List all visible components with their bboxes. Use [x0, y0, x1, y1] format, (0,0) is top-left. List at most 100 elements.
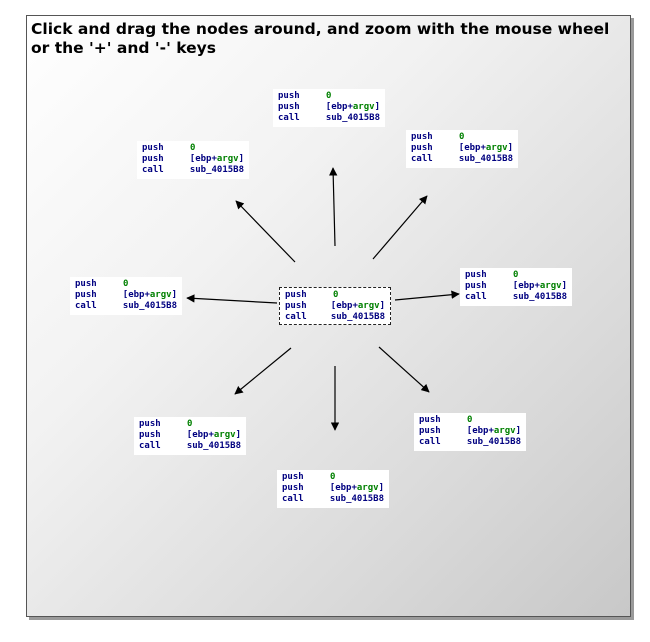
mnemonic: call [75, 301, 97, 311]
mnemonic: call [465, 292, 487, 302]
code-node-center[interactable]: push 0 push [ebp+argv] call sub_4015B8 [279, 287, 391, 325]
argument-name: argv [485, 143, 508, 153]
mnemonic: call [139, 441, 161, 451]
argument-name: argv [213, 430, 236, 440]
instruction-line: push 0 [278, 91, 380, 102]
mnemonic: call [282, 494, 304, 504]
instruction-line: push 0 [75, 279, 177, 290]
edge-center-to-top-left [235, 200, 296, 263]
operand: sub_4015B8 [330, 312, 385, 322]
mnemonic: push [285, 301, 307, 311]
instruction-line: push [ebp+argv] [465, 281, 567, 292]
code-node-top-left[interactable]: push 0 push [ebp+argv] call sub_4015B8 [137, 141, 249, 179]
operand: 0 [190, 143, 196, 153]
mnemonic: call [285, 312, 307, 322]
edge-center-to-top-right [372, 195, 428, 260]
operand: [ebp+argv] [458, 143, 513, 153]
instruction-line: call sub_4015B8 [142, 165, 244, 176]
instruction-line: push [ebp+argv] [278, 102, 380, 113]
edge-center-to-bottom-right [378, 346, 430, 393]
code-node-bottom[interactable]: push 0 push [ebp+argv] call sub_4015B8 [277, 470, 389, 508]
operand: sub_4015B8 [122, 301, 177, 311]
mnemonic: push [285, 290, 307, 300]
mnemonic: push [142, 154, 164, 164]
operand: 0 [187, 419, 193, 429]
operand: [ebp+argv] [512, 281, 567, 291]
mnemonic: push [75, 290, 97, 300]
mnemonic: push [411, 132, 433, 142]
operand: [ebp+argv] [186, 430, 241, 440]
operand: sub_4015B8 [512, 292, 567, 302]
mnemonic: push [282, 472, 304, 482]
argument-name: argv [352, 102, 375, 112]
mnemonic: push [139, 430, 161, 440]
operand: [ebp+argv] [325, 102, 380, 112]
argument-name: argv [149, 290, 172, 300]
instruction-line: push 0 [465, 270, 567, 281]
mnemonic: push [282, 483, 304, 493]
operand: sub_4015B8 [458, 154, 513, 164]
operand: [ebp+argv] [330, 301, 385, 311]
code-node-left[interactable]: push 0 push [ebp+argv] call sub_4015B8 [70, 277, 182, 315]
mnemonic: push [419, 415, 441, 425]
instruction-line: push 0 [411, 132, 513, 143]
mnemonic: call [278, 113, 300, 123]
instruction-line: push [ebp+argv] [282, 483, 384, 494]
operand: 0 [123, 279, 129, 289]
edge-center-to-left [186, 294, 278, 304]
instruction-line: push [ebp+argv] [419, 426, 521, 437]
instruction-line: call sub_4015B8 [282, 494, 384, 505]
instruction-line: push [ebp+argv] [285, 301, 385, 312]
edge-center-to-bottom-left [234, 347, 292, 395]
operand: [ebp+argv] [122, 290, 177, 300]
operand: 0 [467, 415, 473, 425]
instruction-line: call sub_4015B8 [278, 113, 380, 124]
argument-name: argv [216, 154, 239, 164]
operand: 0 [333, 290, 339, 300]
operand: sub_4015B8 [466, 437, 521, 447]
instruction-line: push 0 [419, 415, 521, 426]
operand: 0 [330, 472, 336, 482]
operand: [ebp+argv] [466, 426, 521, 436]
code-node-right[interactable]: push 0 push [ebp+argv] call sub_4015B8 [460, 268, 572, 306]
code-node-top[interactable]: push 0 push [ebp+argv] call sub_4015B8 [273, 89, 385, 127]
instructions-text: Click and drag the nodes around, and zoo… [31, 20, 610, 57]
mnemonic: push [419, 426, 441, 436]
mnemonic: push [75, 279, 97, 289]
instruction-line: push [ebp+argv] [142, 154, 244, 165]
operand: 0 [513, 270, 519, 280]
argument-name: argv [356, 483, 379, 493]
instruction-line: call sub_4015B8 [75, 301, 177, 312]
mnemonic: push [139, 419, 161, 429]
edge-layer [186, 167, 460, 431]
operand: sub_4015B8 [325, 113, 380, 123]
operand: 0 [326, 91, 332, 101]
edge-center-to-right [394, 290, 460, 301]
argument-name: argv [539, 281, 562, 291]
graph-canvas[interactable]: Click and drag the nodes around, and zoo… [26, 15, 631, 617]
instruction-line: push 0 [282, 472, 384, 483]
operand: [ebp+argv] [189, 154, 244, 164]
instruction-line: push [ebp+argv] [139, 430, 241, 441]
instruction-line: push 0 [142, 143, 244, 154]
mnemonic: push [465, 281, 487, 291]
mnemonic: push [278, 91, 300, 101]
operand: [ebp+argv] [329, 483, 384, 493]
operand: 0 [459, 132, 465, 142]
mnemonic: push [142, 143, 164, 153]
argument-name: argv [493, 426, 516, 436]
operand: sub_4015B8 [329, 494, 384, 504]
instruction-line: push 0 [285, 290, 385, 301]
operand: sub_4015B8 [189, 165, 244, 175]
mnemonic: push [465, 270, 487, 280]
instruction-line: push 0 [139, 419, 241, 430]
mnemonic: push [411, 143, 433, 153]
mnemonic: push [278, 102, 300, 112]
mnemonic: call [142, 165, 164, 175]
instruction-line: push [ebp+argv] [411, 143, 513, 154]
